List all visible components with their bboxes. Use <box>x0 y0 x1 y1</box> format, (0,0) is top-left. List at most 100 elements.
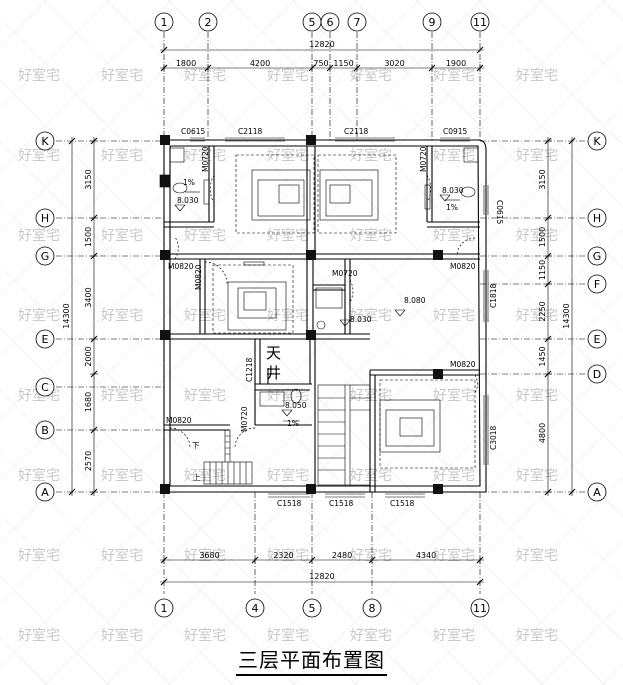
axis-bubble <box>35 482 55 502</box>
axis-bubble-label: C <box>41 381 49 394</box>
level-triangle <box>174 204 186 212</box>
wall-g-east <box>312 253 480 260</box>
watermark-text: 好室宅 <box>433 547 475 564</box>
window-label: C1518 <box>277 499 302 508</box>
dimension-text: 3150 <box>538 169 547 189</box>
stair-handrail <box>344 385 351 485</box>
axis-bubble-label: 11 <box>473 602 487 615</box>
axis-bubble <box>422 12 442 32</box>
door-label: M0820 <box>166 416 192 425</box>
dimension-text: 1680 <box>84 392 93 412</box>
watermark-text: 好室宅 <box>350 147 392 164</box>
window-label: C1218 <box>245 357 254 382</box>
dimension-text: 2250 <box>538 301 547 321</box>
column <box>306 330 316 340</box>
column <box>306 250 316 260</box>
axis-bubble-label: 6 <box>327 16 334 29</box>
watermark-text: 好室宅 <box>18 67 60 84</box>
column <box>306 135 316 145</box>
watermark-text: 好室宅 <box>18 307 60 324</box>
bed <box>251 169 311 221</box>
furniture <box>159 147 479 469</box>
axis-bubble-label: B <box>41 424 49 437</box>
bed-mattress <box>237 287 277 319</box>
door-arc <box>204 261 228 285</box>
stair-treads-side <box>350 397 370 411</box>
axis-bubble <box>470 598 490 618</box>
slope-label: 1% <box>183 178 195 187</box>
watermark-text: 好室宅 <box>101 547 143 564</box>
dimension-text: 750 <box>313 59 328 68</box>
stair-treads-main <box>318 397 345 471</box>
dimension-total: 12820 <box>309 572 334 581</box>
level-triangle <box>339 319 351 327</box>
courtyard-label: 天 <box>266 344 281 362</box>
level-triangle <box>439 194 451 202</box>
watermark-text: 好室宅 <box>267 387 309 404</box>
door-label: M0720 <box>332 269 358 278</box>
window-c2118-right <box>335 137 395 142</box>
axis-bubble <box>470 12 490 32</box>
dimension-total: 14300 <box>562 303 571 328</box>
watermark-text: 好室宅 <box>184 227 226 244</box>
stair-down-label: 下 <box>192 441 200 450</box>
watermark-text: 好室宅 <box>101 467 143 484</box>
axis-bubble <box>35 329 55 349</box>
level-label: 8.030 <box>177 196 199 205</box>
bed-pillow <box>329 184 351 204</box>
dimension-lines <box>68 46 576 586</box>
bed-mattress <box>325 179 373 217</box>
wall-bedroom-se <box>369 369 480 492</box>
dimension-text: 3020 <box>384 59 404 68</box>
axis-bubble <box>35 377 55 397</box>
window-c1518-b <box>325 493 365 498</box>
dimension-text: 2570 <box>84 451 93 471</box>
bed <box>227 281 287 331</box>
watermark-text: 好室宅 <box>18 147 60 164</box>
watermark-text: 好室宅 <box>433 227 475 244</box>
wall-courtyard-e <box>309 339 316 492</box>
stair-treads <box>209 462 247 484</box>
wall-courtyard-w <box>254 339 312 385</box>
axis-bubble <box>362 598 382 618</box>
axis-bubble-label: A <box>593 486 601 499</box>
watermark-text: 好室宅 <box>350 227 392 244</box>
window-c1818 <box>483 270 489 322</box>
window-label: C1818 <box>489 283 498 308</box>
watermark-text: 好室宅 <box>101 227 143 244</box>
watermark-text: 好室宅 <box>433 387 475 404</box>
watermark-text: 好室宅 <box>18 467 60 484</box>
axis-bubble-label: G <box>593 250 602 263</box>
door-arc <box>209 174 215 204</box>
sink <box>169 147 185 163</box>
wardrobe <box>203 179 210 205</box>
vanity <box>315 287 343 309</box>
wall-bath-nw-south <box>164 221 214 228</box>
window-c2118-left <box>225 137 285 142</box>
axis-bubble-label: 11 <box>473 16 487 29</box>
drawing-title-text: 三层平面布置图 <box>236 648 387 676</box>
axis-bubble-label: 9 <box>429 16 436 29</box>
exterior-wall-inner <box>169 145 481 487</box>
watermark-text: 好室宅 <box>18 227 60 244</box>
axis-bubble-label: 5 <box>309 16 316 29</box>
axis-bubble <box>154 12 174 32</box>
watermark-text: 好室宅 <box>267 147 309 164</box>
bed-rug <box>235 154 315 234</box>
door-arc <box>234 427 256 449</box>
window-c1518-a <box>268 493 310 498</box>
toilet <box>460 186 476 198</box>
dimension-text: 2000 <box>84 346 93 366</box>
axis-bubble <box>245 598 265 618</box>
bed-pillow <box>399 417 423 437</box>
door-label: M0720 <box>240 406 249 432</box>
bed-mattress <box>385 409 435 447</box>
watermark-text: 好室宅 <box>433 467 475 484</box>
bed-pillow <box>243 291 267 311</box>
axis-bubble-label: D <box>593 368 601 381</box>
level-marks <box>174 191 460 422</box>
wall-e-mid <box>312 333 370 340</box>
level-label: 8.030 <box>442 186 464 195</box>
axis-bubble <box>587 208 607 228</box>
